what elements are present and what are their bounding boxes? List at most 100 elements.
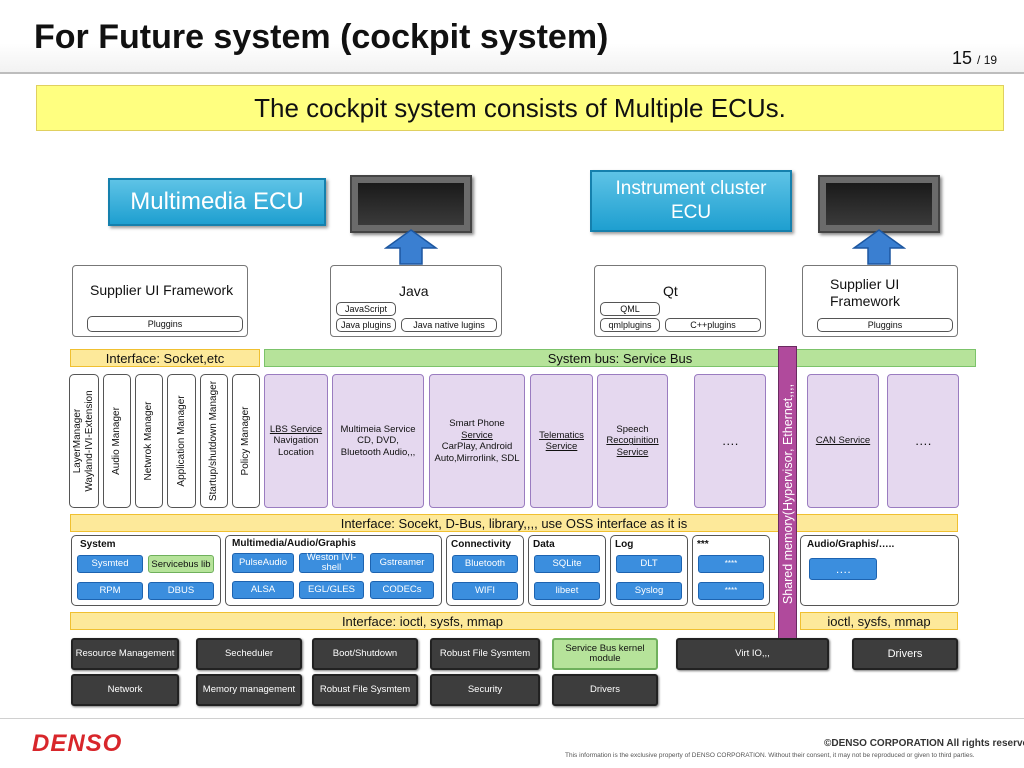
group-title: Audio/Graphis/….. <box>807 539 895 550</box>
memory-management-box: Memory management <box>196 674 302 706</box>
startup-shutdown-manager-box: Startup/shutdown Manager <box>200 374 228 508</box>
instrument-display-icon <box>818 175 940 233</box>
interface-socket-bar: Interface: Socket,etc <box>70 349 260 367</box>
audio-graphics-right-group: Audio/Graphis/….. …. <box>800 535 959 606</box>
service-line: Auto,Mirrorlink, SDL <box>434 452 520 464</box>
page-total: / 19 <box>977 53 998 67</box>
smart-phone-service-box: Smart Phone Service CarPlay, Android Aut… <box>429 374 525 508</box>
service-line: CarPlay, Android <box>441 441 513 452</box>
security-box: Security <box>430 674 540 706</box>
network-manager-label: Netwrok Manager <box>143 401 154 481</box>
framework-title: Supplier UI Framework <box>830 276 900 310</box>
javascript-box: JavaScript <box>336 302 396 316</box>
scheduler-box: Secheduler <box>196 638 302 670</box>
application-manager-label: Application Manager <box>175 395 187 487</box>
robust-file-system-box: Robust File Sysmtem <box>430 638 540 670</box>
framework-title-line1: Supplier UI <box>830 276 900 292</box>
multimedia-display-icon <box>350 175 472 233</box>
service-line: Navigation <box>273 435 319 447</box>
libeet-box: libeet <box>534 582 600 600</box>
codecs-box: CODECs <box>370 581 434 599</box>
alsa-box: ALSA <box>232 581 294 599</box>
subtitle-banner: The cockpit system consists of Multiple … <box>36 85 1004 131</box>
startup-shutdown-manager-label: Startup/shutdown Manager <box>208 380 219 502</box>
syslog-box: Syslog <box>616 582 682 600</box>
network-box: Network <box>71 674 179 706</box>
java-plugins-box: Java plugins <box>336 318 396 332</box>
denso-logo: DENSO <box>32 730 123 757</box>
group-title: Log <box>615 539 634 550</box>
systemd-box: Sysmted <box>77 555 143 573</box>
system-group: System Sysmted Servicebus lib RPM DBUS <box>71 535 221 606</box>
servicebus-lib-box: Servicebus lib <box>148 555 214 573</box>
lbs-service-box: LBS Service Navigation Location <box>264 374 328 508</box>
service-line: LBS Service <box>269 423 323 435</box>
weston-ivi-shell-box: Weston IVI-shell <box>299 553 364 573</box>
interface-ioctl-bar-right: ioctl, sysfs, mmap <box>800 612 958 630</box>
dbus-box: DBUS <box>148 582 214 600</box>
instrument-cluster-ecu-label: Instrument cluster ECU <box>590 170 792 232</box>
shared-memory-bar: Shared memory(Hypervisor, Ethernet,,,, <box>778 346 797 642</box>
qml-box: QML <box>600 302 660 316</box>
service-line: Bluetooth Audio,,, <box>340 446 416 458</box>
placeholder-box: …. <box>809 558 877 580</box>
drivers-right-box: Drivers <box>852 638 958 670</box>
framework-title-line2: Framework <box>830 293 901 309</box>
policy-manager-box: Policy Manager <box>232 374 260 508</box>
cpp-plugins-box: C++plugins <box>665 318 761 332</box>
drivers-box: Drivers <box>552 674 658 706</box>
resource-management-box: Resource Management <box>71 638 179 670</box>
service-line: CD, DVD, <box>357 435 399 447</box>
network-manager-box: Netwrok Manager <box>135 374 163 508</box>
shared-memory-label: Shared memory(Hypervisor, Ethernet,,,, <box>780 383 795 605</box>
application-manager-box: Application Manager <box>167 374 196 508</box>
service-bus-bar: System bus: Service Bus <box>264 349 976 367</box>
title-bar <box>0 0 1024 74</box>
service-line: Telematics <box>539 429 584 441</box>
robust-file-system-box-2: Robust File Sysmtem <box>312 674 418 706</box>
group-title: System <box>80 539 116 550</box>
connectivity-group: Connectivity Bluetooth WIFI <box>446 535 524 606</box>
data-group: Data SQLite libeet <box>528 535 606 606</box>
egl-gles-box: EGL/GLES <box>299 581 364 599</box>
audio-manager-box: Audio Manager <box>103 374 131 508</box>
framework-title: Java <box>399 283 429 299</box>
more-services-box-right: …. <box>887 374 959 508</box>
log-group: Log DLT Syslog <box>610 535 688 606</box>
java-framework: Java JavaScript Java plugins Java native… <box>330 265 502 337</box>
interface-dbus-bar: Interface: Socekt, D-Bus, library,,,, us… <box>70 514 958 532</box>
instrument-ecu-line1: Instrument cluster <box>615 178 767 199</box>
group-title: *** <box>697 539 709 550</box>
arrow-up-icon <box>852 229 906 265</box>
multimedia-audio-graphics-group: Multimedia/Audio/Graphis PulseAudio West… <box>225 535 442 606</box>
qt-framework: Qt QML qmlplugins C++plugins <box>594 265 766 337</box>
service-line: Service <box>616 446 649 458</box>
speech-recognition-service-box: Speech Recoginition Service <box>597 374 668 508</box>
framework-title: Qt <box>663 283 678 299</box>
plugins-box: Pluggins <box>87 316 243 332</box>
dlt-box: DLT <box>616 555 682 573</box>
page-current: 15 <box>952 48 973 68</box>
service-line: Service <box>545 441 578 452</box>
more-services-box: …. <box>694 374 766 508</box>
disclaimer: This information is the exclusive proper… <box>565 752 975 759</box>
group-title: Multimedia/Audio/Graphis <box>232 538 356 549</box>
group-title: Data <box>533 539 555 550</box>
java-native-plugins-box: Java native lugins <box>401 318 497 332</box>
supplier-ui-framework-right: Supplier UI Framework Pluggins <box>802 265 958 337</box>
bluetooth-box: Bluetooth <box>452 555 518 573</box>
policy-manager-label: Policy Manager <box>240 406 251 476</box>
pulseaudio-box: PulseAudio <box>232 553 294 573</box>
other-middleware-group: *** **** **** <box>692 535 770 606</box>
framework-title: Supplier UI Framework <box>90 282 234 298</box>
slide-title: For Future system (cockpit system) <box>34 18 609 56</box>
qmlplugins-box: qmlplugins <box>600 318 660 332</box>
service-line: Service <box>461 429 493 441</box>
service-line: Speech <box>616 423 649 435</box>
page-number: 15 / 19 <box>952 48 997 69</box>
service-line: Multimeia Service <box>340 423 416 435</box>
arrow-up-icon <box>384 229 438 265</box>
wifi-box: WIFI <box>452 582 518 600</box>
